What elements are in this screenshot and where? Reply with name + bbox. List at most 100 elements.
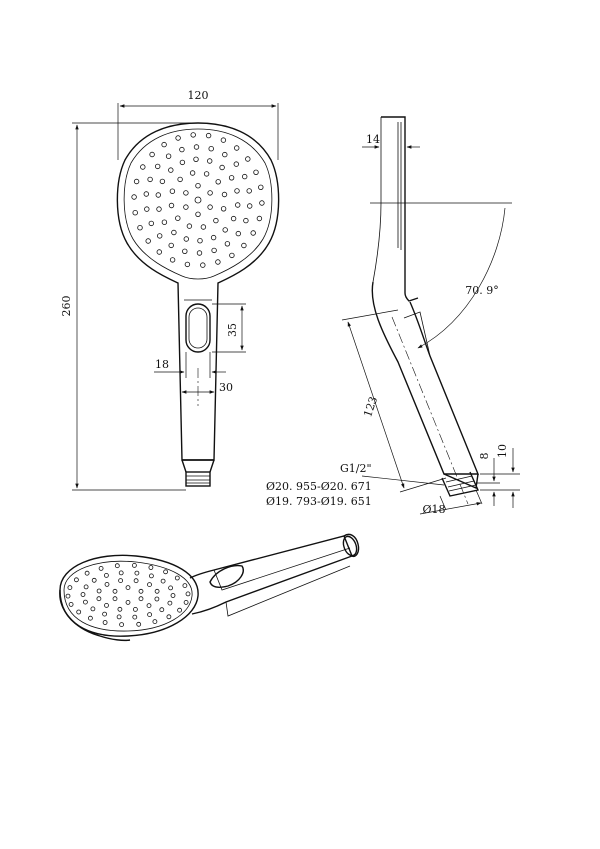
nozzle [221,191,228,198]
nozzle [159,607,165,613]
nozzle [185,591,191,597]
face-rim [123,128,273,280]
nozzle [233,161,239,167]
nozzle [206,158,213,164]
nozzle [168,202,175,209]
nozzle [189,170,196,176]
nozzle [194,196,202,204]
nozzle [148,565,154,570]
nozzle [140,164,146,170]
thread10-label: 10 [496,444,509,458]
width-label: 120 [188,89,209,102]
perspective-head-edge [59,589,131,642]
nozzle [220,206,227,212]
nozzle [161,141,167,148]
nozzle [144,206,150,212]
nozzle [117,606,123,612]
nozzle [259,200,265,206]
nozzle [83,584,89,590]
side-head-plate [381,116,419,302]
nozzle [222,151,228,158]
nozzle [112,588,118,594]
height-extension-lines [72,122,198,491]
nozzle [228,175,235,181]
nozzle [222,227,228,233]
nozzle [229,252,235,259]
nozzle [211,247,217,254]
thread-spec-label: G1/2" [340,462,372,475]
nozzle [179,159,186,166]
nozzle [174,575,180,581]
side-center-line [391,316,469,505]
side-view: 14 70. 9° 123 10 8 Ø18 G1/2" Ø20. 955-Ø2… [266,116,520,516]
nozzle [119,622,124,627]
nozzle [215,259,221,265]
thread-lines [186,475,210,484]
angle-arc [417,207,506,349]
length-dim-line [347,321,405,489]
nozzle [154,588,160,594]
nozzle [76,609,82,615]
length-label: 123 [361,395,380,419]
nozzle [67,585,73,590]
nozzle [168,242,174,249]
nozzle [147,176,153,183]
nozzle [136,621,142,627]
nozzle [148,220,154,227]
dia18-dim-line [419,502,482,515]
nozzle [163,569,169,575]
nozzle [193,144,200,150]
perspective-handle [189,535,353,615]
nozzle [83,599,88,605]
nozzle [224,241,231,247]
nozzle [166,614,172,620]
nozzle [98,566,104,571]
nozzle [104,582,110,587]
front-view: 120 260 35 18 30 [60,89,280,491]
nozzle [183,204,189,210]
perspective-handle-ridge [213,547,351,591]
nozzle [134,570,140,576]
nozzle [96,588,102,594]
nozzle [131,563,137,568]
nozzle [132,607,138,612]
nozzle [84,570,90,576]
perspective-head [59,554,199,637]
nozzle [186,223,193,229]
nozzle [132,209,138,216]
nozzle [138,588,144,594]
nozzle [234,202,241,208]
nozzle [152,619,158,624]
angle-label: 70. 9° [465,284,499,297]
nozzle [193,156,199,162]
nozzle [90,606,96,612]
nozzle [250,230,256,236]
height-label: 260 [60,296,73,317]
nozzle [241,173,248,180]
nozzle [213,217,219,224]
nozzle [156,249,162,255]
nozzle [207,190,213,196]
nozzle [91,577,97,583]
nozzle [114,563,120,569]
nozzle [118,578,123,583]
dia18-extension-lines [439,489,483,511]
nozzle [190,132,196,138]
nozzle [168,167,174,173]
nozzle [177,176,183,183]
nozzle [196,250,203,256]
nozzle [171,229,177,236]
nozzle [205,132,212,139]
nozzle [230,215,237,222]
nozzle [234,188,240,194]
nozzle [65,593,71,599]
nozzle [246,188,252,194]
nozzle [145,238,151,244]
perspective-handle-underside [225,565,351,617]
nozzle [96,596,102,602]
nozzle [132,614,138,620]
nozzle [146,603,152,608]
slot-label: 35 [226,323,239,337]
perspective-connector-end [342,535,358,557]
nozzle [179,146,185,153]
